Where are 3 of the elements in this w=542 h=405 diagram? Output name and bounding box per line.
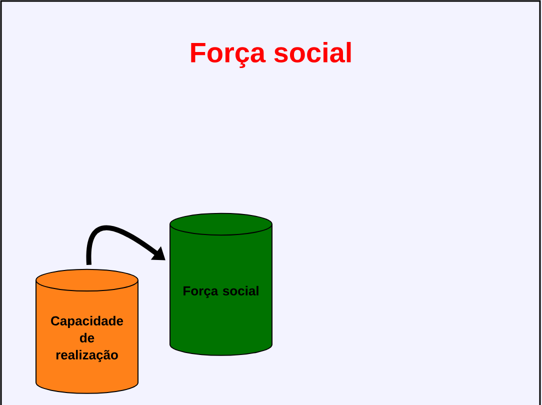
cylinder: Capacidade de realização	[36, 268, 138, 394]
cylinder: Força social	[170, 212, 272, 356]
title: Força social	[191, 42, 351, 68]
